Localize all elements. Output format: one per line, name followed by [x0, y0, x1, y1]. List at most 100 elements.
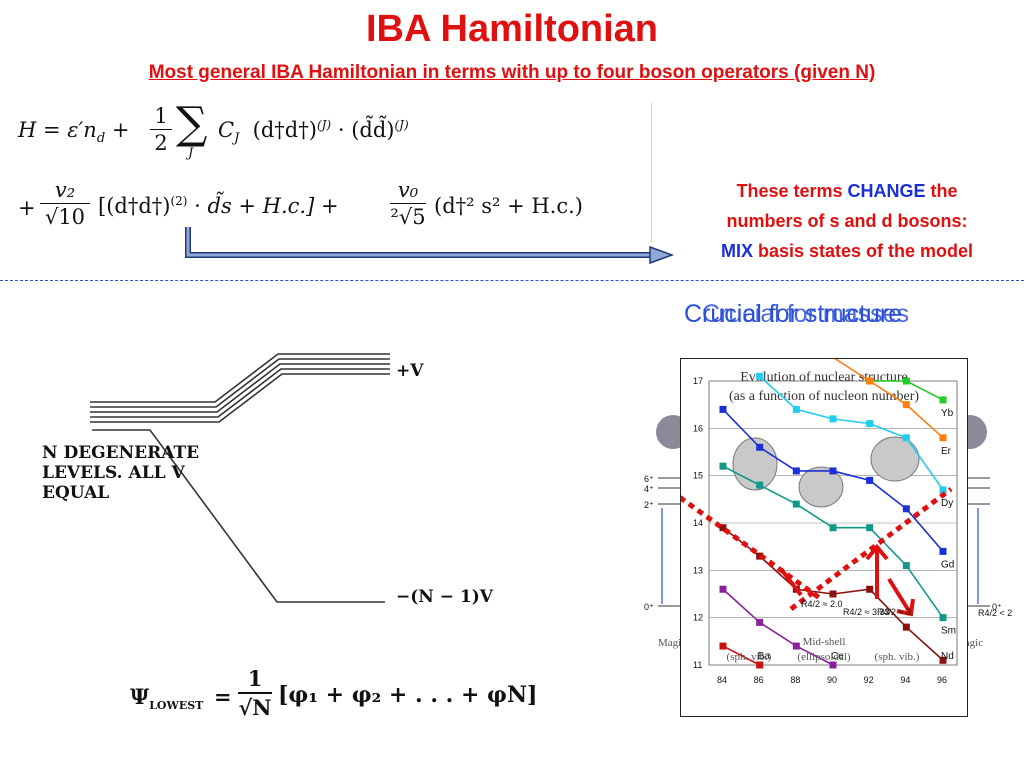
chart-title-line1: Evolution of nuclear structure	[740, 370, 908, 385]
wf-frac-den: √N	[238, 695, 272, 720]
left-spin6: 6⁺	[644, 474, 654, 484]
crucial-text-group: Crucial for structure Crucial for masses	[680, 300, 970, 340]
point-gd	[719, 405, 727, 413]
eq-lhs: H = ε′n	[18, 118, 97, 142]
term3: [(d†d†)	[98, 194, 171, 218]
point-dy	[902, 434, 910, 442]
term2-sup: (J)	[394, 118, 409, 132]
eq-plus-3: +	[320, 194, 339, 218]
point-er	[902, 401, 910, 409]
term-dd-creation: (d†d†)	[252, 118, 317, 142]
slide-title: IBA Hamiltonian	[365, 8, 659, 50]
degenerate-levels-diagram: +V −(N − 1)V N DEGENERATE LEVELS. ALL V …	[42, 353, 494, 607]
note-text: These terms CHANGE the numbers of s and …	[672, 176, 1022, 266]
ytick-label: 13	[693, 565, 703, 575]
chart-svg: Evolution of nuclear structure (as a fun…	[669, 342, 958, 685]
wf-bracket: [φ₁ + φ₂ + . . . + φN]	[278, 682, 538, 708]
label-minus-nv: −(N − 1)V	[396, 587, 494, 607]
point-gd	[829, 467, 837, 475]
point-nd	[719, 524, 727, 532]
note-l3b: basis states of the model	[752, 241, 974, 261]
note-l2: numbers of s and d bosons:	[726, 211, 968, 231]
psi-sub: LOWEST	[149, 699, 204, 713]
dotted-trend-line-2	[789, 487, 953, 611]
sph-vib-right: (sph. vib.)	[875, 651, 920, 663]
series-label-er: Er	[941, 446, 952, 457]
magic-left: Magic	[658, 637, 686, 649]
series-line-ba	[722, 645, 761, 666]
point-gd	[756, 443, 764, 451]
sum-symbol: ∑	[176, 98, 208, 149]
nuclear-structure-chart: Evolution of nuclear structure (as a fun…	[669, 342, 968, 717]
series-label-ce: Ce	[831, 651, 844, 662]
point-ce	[792, 642, 800, 650]
frac2-num: v₂	[54, 178, 76, 202]
frac3-den: ²√5	[390, 205, 426, 229]
chart-grid	[708, 380, 958, 666]
point-gd	[866, 476, 874, 484]
lowest-level	[92, 429, 385, 603]
caption-line1: N DEGENERATE	[42, 443, 199, 463]
point-dy	[866, 420, 874, 428]
ytick-label: 14	[693, 518, 703, 528]
point-er	[866, 377, 874, 385]
series-label-nd: Nd	[941, 651, 954, 662]
series-label-sm: Sm	[941, 626, 956, 637]
term-dd-annihilation: (d̃d̃)	[351, 118, 395, 142]
ytick-label: 16	[693, 423, 703, 433]
point-gd	[902, 505, 910, 513]
series-label-dy: Dy	[941, 498, 953, 509]
left-level-lines	[658, 477, 680, 607]
series-line-ce	[722, 588, 834, 666]
slide-subtitle: Most general IBA Hamiltonian in terms wi…	[148, 62, 876, 83]
point-ce	[756, 618, 764, 626]
ytick-label: 17	[693, 376, 703, 386]
crucial-structure: Crucial for structure	[684, 300, 903, 328]
term3-sup: (2)	[170, 194, 188, 208]
coef-sub: J	[234, 131, 240, 147]
ellipsoidal-label: (ellipsoidal)	[797, 651, 850, 663]
caption-line2: LEVELS. ALL V	[42, 463, 186, 483]
crucial-masses: Crucial for masses	[702, 300, 909, 328]
frac3-num: v₀	[397, 178, 419, 202]
wavefunction-equation: ΨLOWEST = 1 √N [φ₁ + φ₂ + . . . + φN]	[130, 666, 537, 726]
point-dy	[792, 405, 800, 413]
red-arrows	[779, 543, 915, 617]
point-sm	[829, 524, 837, 532]
left-spin0: 0⁺	[644, 602, 654, 612]
caption-line3: EQUAL	[42, 483, 109, 503]
point-sm	[939, 614, 947, 622]
xtick-label: 90	[827, 675, 837, 685]
point-ce	[829, 661, 837, 669]
right-level-lines	[966, 477, 990, 607]
upper-levels	[90, 353, 390, 423]
point-nd	[829, 590, 837, 598]
label-plus-v: +V	[396, 361, 424, 381]
point-nd	[902, 623, 910, 631]
hamiltonian-equation: H = ε′nd + 1 2 ∑ J CJ (d†d†)(J) · (d̃d̃)…	[18, 98, 658, 250]
sph-vib-left: (sph. vib.)	[727, 651, 772, 663]
point-dy	[829, 415, 837, 423]
point-dy	[756, 372, 764, 380]
point-ba	[719, 642, 727, 650]
ytick-label: 15	[693, 471, 703, 481]
r42-right: R4/2 < 2	[978, 608, 1012, 618]
note-l1c: the	[925, 181, 958, 201]
eq-plus-1: +	[111, 118, 130, 142]
point-yb	[902, 377, 910, 385]
arrow-to-note	[185, 227, 675, 265]
frac1-num: 1	[154, 104, 168, 128]
series-label-ba: Ba	[758, 651, 771, 662]
r42-mid-a: R4/2 ≈ 2.0	[801, 599, 842, 609]
left-spin2: 2⁺	[644, 500, 654, 510]
xtick-label: 86	[754, 675, 764, 685]
r42-mid-b: R4/2 ≈ 3.33	[843, 607, 889, 617]
point-dy	[939, 486, 947, 494]
point-nd	[939, 656, 947, 664]
point-sm	[756, 481, 764, 489]
series-label-gd: Gd	[941, 559, 954, 570]
point-sm	[902, 562, 910, 570]
eq-dot: ·	[337, 118, 345, 142]
series-label-yb: Yb	[941, 408, 954, 419]
